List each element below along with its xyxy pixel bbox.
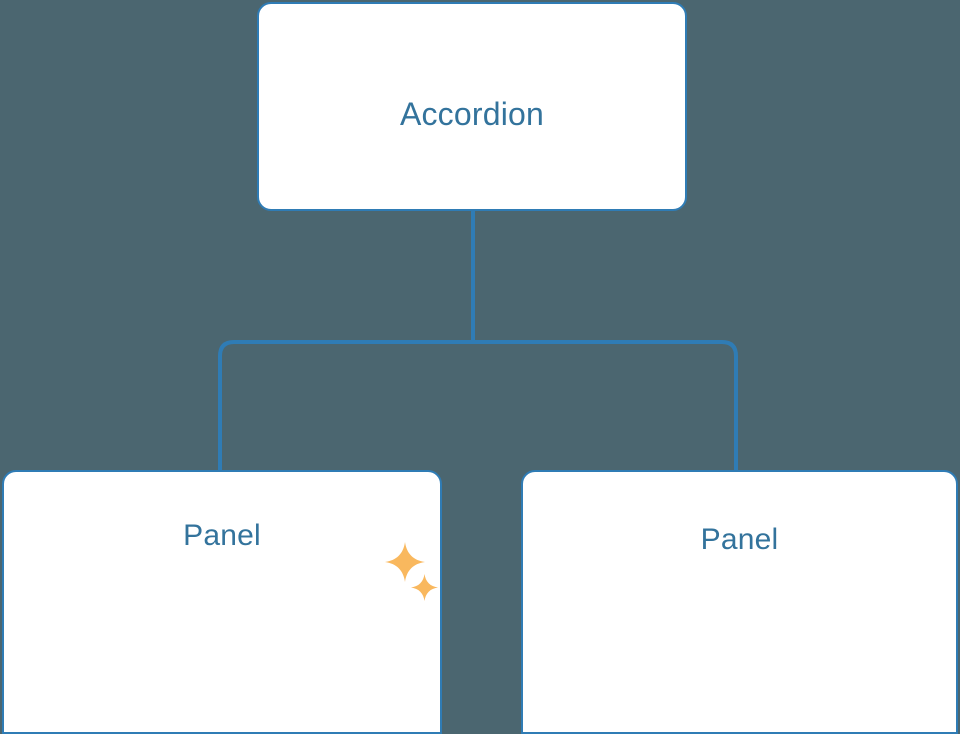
node-panel-right[interactable]: Panel <box>521 470 958 734</box>
edge-to-panel-left <box>218 340 473 470</box>
node-panel-left[interactable]: Panel <box>2 470 442 734</box>
edge-to-panel-right <box>473 340 738 470</box>
node-panel-right-title: Panel <box>700 523 779 556</box>
node-accordion[interactable]: Accordion <box>257 2 687 211</box>
node-panel-left-title: Panel <box>183 519 261 552</box>
node-accordion-title: Accordion <box>399 96 545 132</box>
